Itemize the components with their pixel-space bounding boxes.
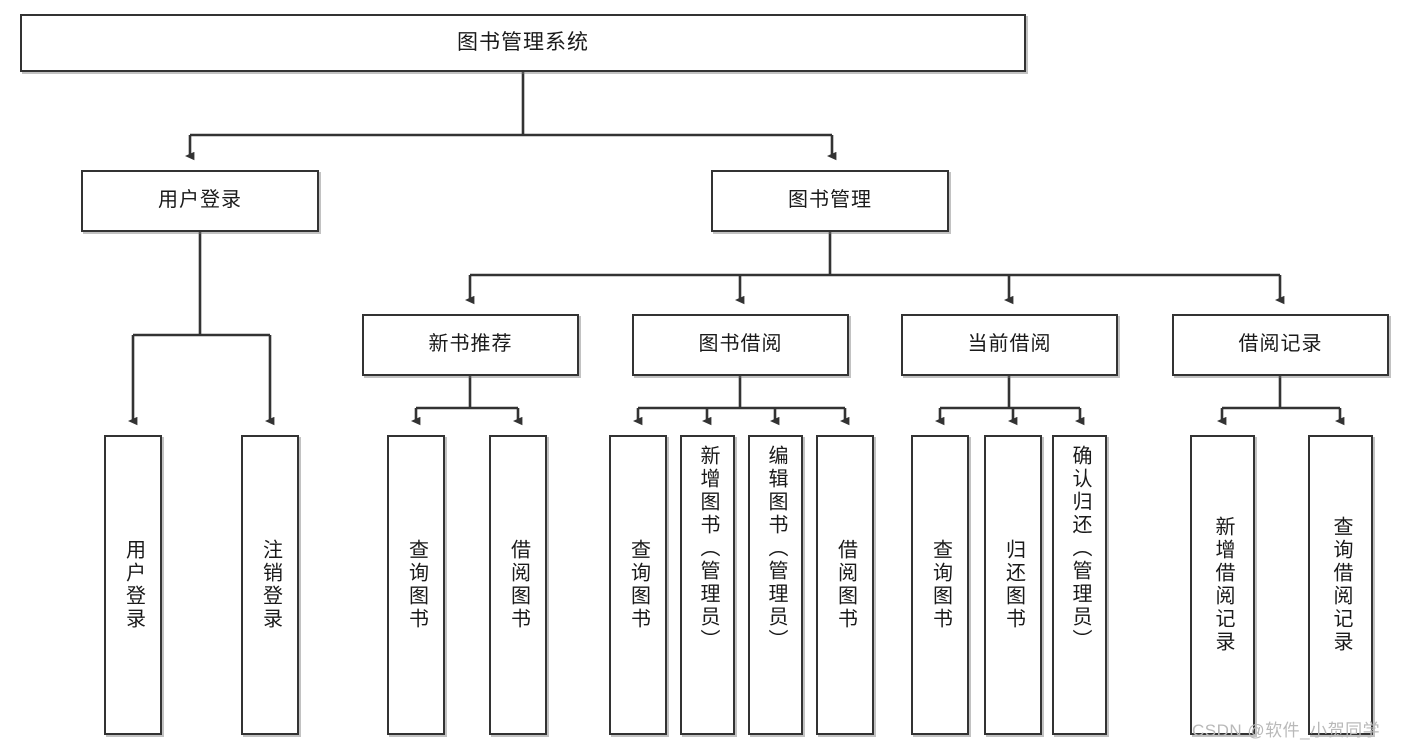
node-label: 新增借阅记录: [1212, 516, 1234, 654]
edge-borrow-record-to-leaves: [1217, 376, 1345, 426]
node-label: 查询借阅记录: [1330, 516, 1352, 654]
node-label: 查询图书: [627, 539, 650, 631]
edge-borrow-to-leaves: [633, 376, 850, 426]
edge-root-to-level1: [185, 72, 837, 161]
node-label: 用户登录: [122, 539, 145, 631]
node-leaf-user-login[interactable]: 用户登录: [104, 435, 162, 735]
node-leaf-logout[interactable]: 注销登录: [241, 435, 299, 735]
node-leaf-query-book-newbook[interactable]: 查询图书: [387, 435, 445, 735]
node-leaf-borrow-book[interactable]: 借阅图书: [816, 435, 874, 735]
node-label: 用户登录: [158, 189, 242, 212]
node-current-borrow[interactable]: 当前借阅: [901, 314, 1118, 376]
node-label: 新增图书（管理员）: [697, 445, 719, 652]
node-label: 新书推荐: [428, 333, 513, 356]
node-book-management[interactable]: 图书管理: [711, 170, 949, 232]
node-label: 编辑图书（管理员）: [765, 445, 787, 652]
node-label: 借阅记录: [1238, 333, 1323, 356]
edge-user-login-to-leaves: [128, 232, 275, 426]
node-label: 图书管理: [788, 189, 872, 212]
node-book-borrow[interactable]: 图书借阅: [632, 314, 849, 376]
node-label: 当前借阅: [967, 333, 1052, 356]
node-label: 确认归还（管理员）: [1069, 445, 1091, 652]
node-label: 查询图书: [405, 539, 428, 631]
node-leaf-query-borrow-record[interactable]: 查询借阅记录: [1308, 435, 1373, 735]
node-leaf-edit-book-admin[interactable]: 编辑图书（管理员）: [748, 435, 803, 735]
node-new-book-recommend[interactable]: 新书推荐: [362, 314, 579, 376]
node-leaf-query-book-current[interactable]: 查询图书: [911, 435, 969, 735]
node-label: 查询图书: [929, 539, 952, 631]
edge-new-book-to-leaves: [411, 376, 523, 426]
node-label: 图书借阅: [698, 333, 783, 356]
node-leaf-add-borrow-record[interactable]: 新增借阅记录: [1190, 435, 1255, 735]
node-label: 注销登录: [259, 539, 282, 631]
node-leaf-add-book-admin[interactable]: 新增图书（管理员）: [680, 435, 735, 735]
node-label: 归还图书: [1002, 539, 1025, 631]
node-leaf-query-book-borrow[interactable]: 查询图书: [609, 435, 667, 735]
edge-current-borrow-to-leaves: [935, 376, 1085, 426]
node-label: 图书管理系统: [457, 30, 589, 54]
node-label: 借阅图书: [834, 539, 857, 631]
node-leaf-return-book[interactable]: 归还图书: [984, 435, 1042, 735]
node-root-system[interactable]: 图书管理系统: [20, 14, 1026, 72]
edge-book-mgmt-to-level2: [465, 232, 1285, 305]
node-label: 借阅图书: [507, 539, 530, 631]
node-leaf-borrow-book-newbook[interactable]: 借阅图书: [489, 435, 547, 735]
node-user-login[interactable]: 用户登录: [81, 170, 319, 232]
node-leaf-confirm-return-admin[interactable]: 确认归还（管理员）: [1052, 435, 1107, 735]
node-borrow-record[interactable]: 借阅记录: [1172, 314, 1389, 376]
